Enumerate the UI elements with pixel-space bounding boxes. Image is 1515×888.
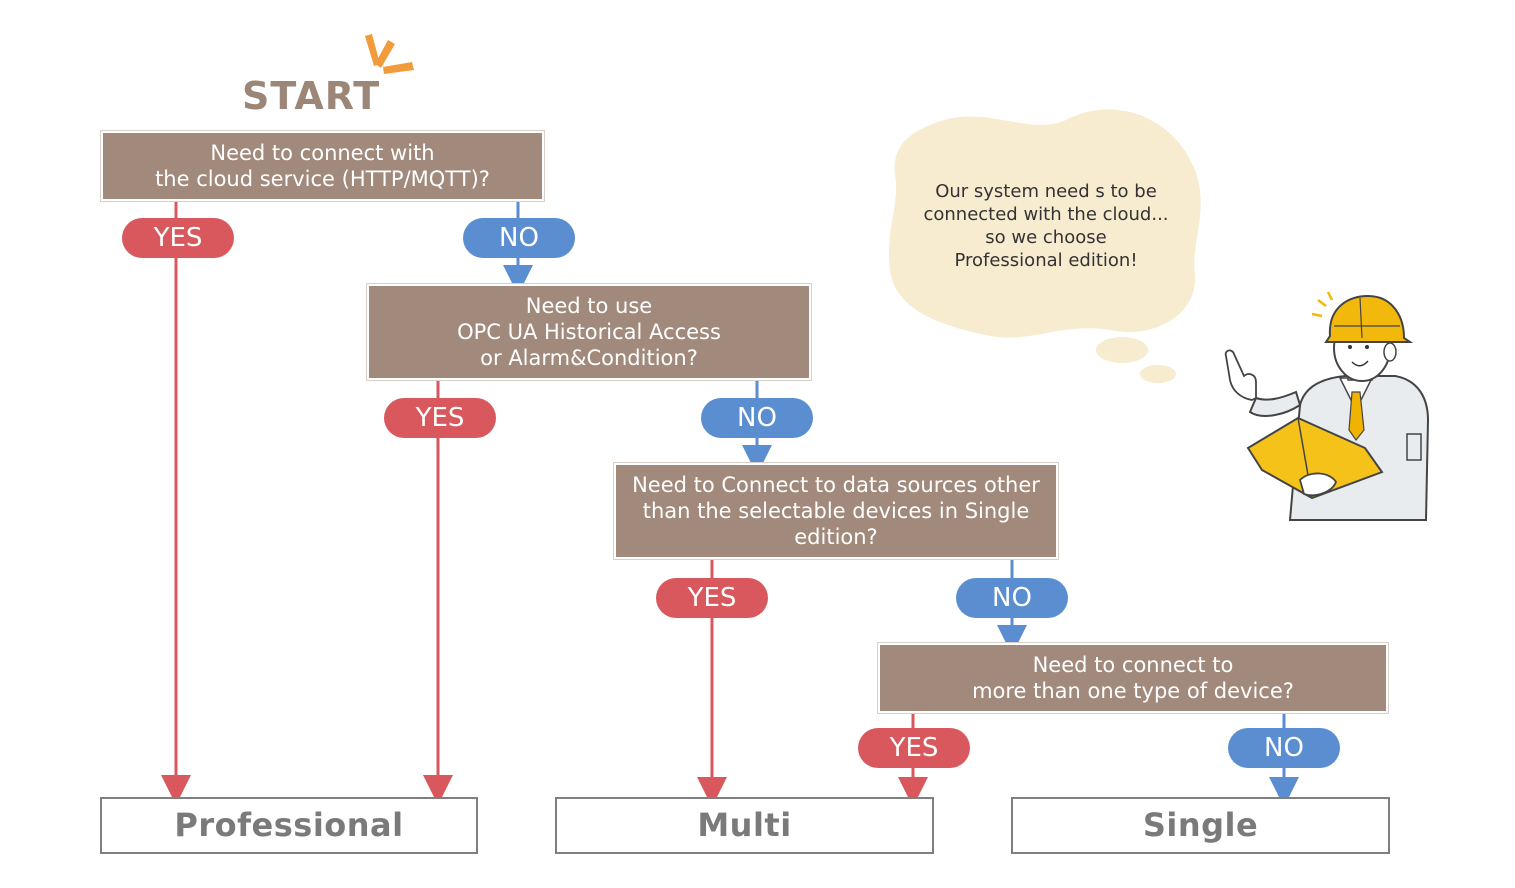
- start-sparkle-icon: [365, 34, 414, 74]
- yes-pill-q1: YES: [122, 218, 234, 258]
- question-cloud-service: Need to connect with the cloud service (…: [101, 131, 544, 201]
- question-multiple-device-types: Need to connect to more than one type of…: [878, 643, 1388, 713]
- yes-pill-q4: YES: [858, 728, 970, 768]
- question-other-data-sources: Need to Connect to data sources other th…: [614, 463, 1058, 559]
- engineer-illustration: [1224, 291, 1430, 521]
- thought-bubble-shape: [888, 109, 1201, 383]
- no-pill-q1: NO: [463, 218, 575, 258]
- result-professional: Professional: [100, 797, 478, 854]
- no-pill-q3: NO: [956, 578, 1068, 618]
- result-multi: Multi: [555, 797, 934, 854]
- no-pill-q4: NO: [1228, 728, 1340, 768]
- result-single: Single: [1011, 797, 1390, 854]
- question-opc-ua-historical: Need to use OPC UA Historical Access or …: [367, 284, 811, 380]
- yes-pill-q2: YES: [384, 398, 496, 438]
- no-pill-q2: NO: [701, 398, 813, 438]
- yes-pill-q3: YES: [656, 578, 768, 618]
- start-label: START: [242, 74, 381, 118]
- thought-bubble-text: Our system need s to be connected with t…: [923, 181, 1169, 271]
